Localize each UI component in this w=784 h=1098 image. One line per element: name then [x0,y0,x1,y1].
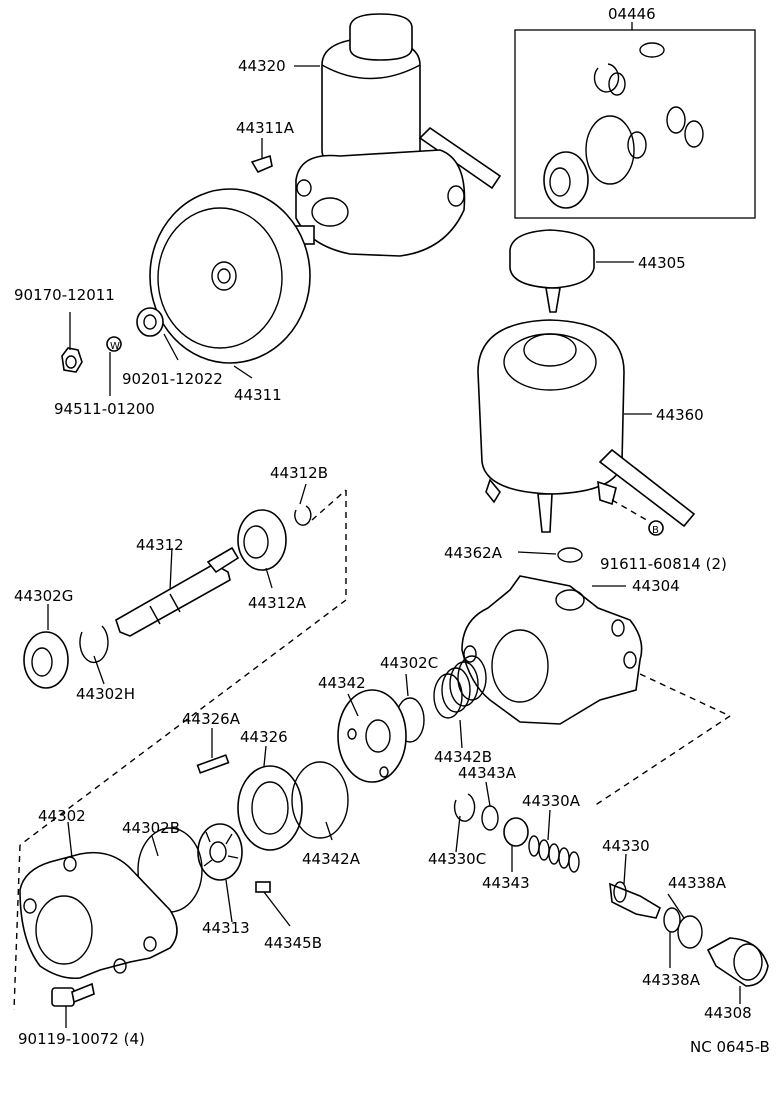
label-44313: 44313 [202,919,250,937]
kit-oring-small [639,42,665,58]
label-44338A-upper: 44338A [668,874,727,892]
pin-44326A [196,754,230,774]
label-44342B: 44342B [434,748,492,766]
label-44311A: 44311A [236,119,295,137]
reservoir-outlet-pipe [598,448,696,528]
reservoir-cap-44305 [509,229,595,313]
kit-oring-3 [684,120,704,148]
label-94511-01200: 94511-01200 [54,400,155,418]
bolt-90119 [51,982,95,1007]
kit-oring-large [585,115,635,185]
part-labels: 04446 44320 44311A 44305 90170-12011 902… [14,5,770,1056]
leader-lines [47,65,741,1028]
plug-44343 [503,817,529,847]
label-44326A: 44326A [182,710,241,728]
label-90201-12022: 90201-12022 [122,370,223,388]
symbol-w [106,336,122,352]
oring-44362A [557,547,583,563]
diagram-code: NC 0645-B [690,1038,770,1056]
oring-44343A [481,805,499,831]
rotor-44313 [197,823,243,881]
seal-kit-group [514,22,756,219]
label-44302B: 44302B [122,819,180,837]
label-04446: 04446 [608,5,656,23]
label-44330C: 44330C [428,850,486,868]
kit-oring [608,72,626,96]
valve-44330 [609,881,661,919]
assembled-cap [349,13,413,61]
oring-44342A [291,761,349,839]
label-44345B: 44345B [264,934,322,952]
label-44302G: 44302G [14,587,73,605]
rear-housing-44302 [19,851,178,980]
label-44305: 44305 [638,254,686,272]
label-44311: 44311 [234,386,282,404]
oil-seal-44302G [23,631,69,689]
seal-kit-box [514,29,756,219]
kit-snap-ring [593,63,620,93]
label-44308: 44308 [704,1004,752,1022]
pulley-44311 [149,188,311,364]
label-44302H: 44302H [76,685,135,703]
snap-ring-44330C [453,793,476,822]
plug-44308 [706,937,769,987]
snap-ring-44302H [79,625,109,664]
symbol-w-label: W [110,341,120,352]
label-44312: 44312 [136,536,184,554]
symbol-b [648,520,664,536]
label-44330A: 44330A [522,792,581,810]
label-90119-10072: 90119-10072 (4) [18,1030,145,1048]
label-44342A: 44342A [302,850,361,868]
bearing-44312A [237,509,287,571]
housing-44304 [461,575,643,725]
label-44304: 44304 [632,577,680,595]
cam-ring-44326 [237,765,303,851]
vane-44345B [255,881,271,893]
washer-90201 [136,307,164,337]
label-44320: 44320 [238,57,286,75]
label-44302C: 44302C [380,654,438,672]
label-44360: 44360 [656,406,704,424]
label-44343A: 44343A [458,764,517,782]
label-44326: 44326 [240,728,288,746]
label-90170-12011: 90170-12011 [14,286,115,304]
assembled-pump [287,13,502,257]
label-44342: 44342 [318,674,366,692]
symbol-b-label: B [652,525,659,536]
kit-oring-2 [666,106,686,134]
label-44343: 44343 [482,874,530,892]
label-44362A: 44362A [444,544,503,562]
assembled-pump-body [295,149,466,257]
oring-44338A-large [677,915,703,949]
snap-ring-44312B [294,505,312,526]
label-44338A-lower: 44338A [642,971,701,989]
assembled-outlet-pipe [418,126,502,190]
spring-44342B [433,655,487,719]
kit-oring-4 [627,131,647,159]
shaft-44312 [115,546,240,637]
side-plate-44342 [337,689,407,783]
spring-44330A [528,835,580,873]
label-91611-60814: 91611-60814 (2) [600,555,727,573]
label-44330: 44330 [602,837,650,855]
oring-44338A-small [663,907,681,933]
label-44312A: 44312A [248,594,307,612]
label-44312B: 44312B [270,464,328,482]
label-44302: 44302 [38,807,86,825]
reservoir-44360 [477,319,696,533]
key-44311A [250,154,273,174]
